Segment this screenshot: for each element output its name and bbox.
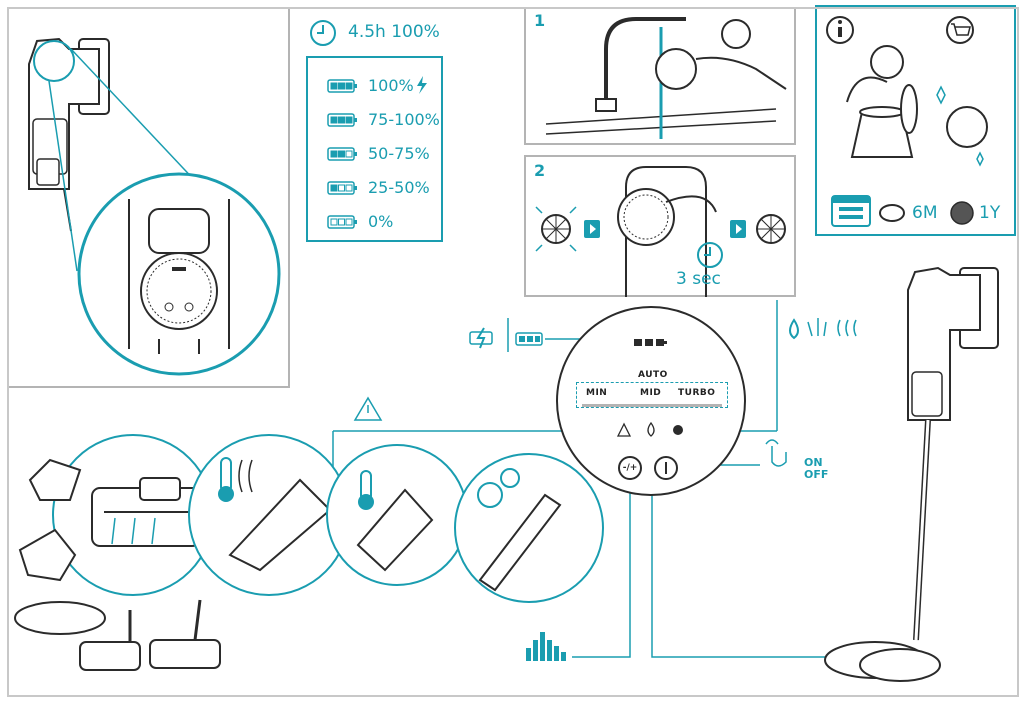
mode-level-bar [582,404,722,407]
minus-plus-label: -/+ [622,463,638,473]
battery-level-row: 50-75% [326,142,441,166]
battery-icon [327,215,357,229]
wait-time-label: 3 sec [676,269,721,289]
sound-bars-icon [526,632,566,661]
control-panel: AUTO MIN MID TURBO -/+ [556,306,746,496]
battery-level-row: 25-50% [326,176,441,200]
step-2-number: 2 [534,161,546,180]
charge-bolt-icon [469,327,493,349]
battery-level-label: 25-50% [368,178,430,197]
maintenance-illustration [826,16,988,227]
filter-icon [673,425,683,435]
battery-level-label: 75-100% [368,110,440,129]
battery-icon [327,79,357,93]
gears-icon [477,468,520,508]
step-1-panel: 1 [524,7,796,145]
step-1-number: 1 [534,11,546,30]
calendar-icon [831,195,871,227]
mode-turbo-label: TURBO [678,388,716,398]
warning-icon [616,422,632,437]
mode-selector-box [576,382,728,408]
cart-icon [946,16,974,44]
status-icons [616,421,683,437]
mode-min-label: MIN [586,388,608,398]
battery-indicator-icon [634,339,667,346]
water-drop-icon [789,318,799,340]
minus-plus-button[interactable]: -/+ [618,456,642,480]
water-drop-icon [647,421,655,437]
battery-level-row: 100% [326,74,441,98]
info-icon [826,16,854,44]
battery-level-label: 100% [368,76,414,95]
maintenance-panel: 6M 1Y [815,5,1016,236]
mount-detail-panel [7,7,290,388]
power-icon[interactable] [654,456,678,480]
power-off-label: OFF [804,468,829,481]
warning-icon [353,396,383,421]
power-on-label: ON [804,456,823,469]
battery-level-legend: 100% 75-100% 50-75% 25-50% 0% [306,56,443,242]
charge-time-label: 4.5h 100% [348,22,440,42]
filter-interval-short: 6M [912,203,938,223]
battery-icon [515,332,543,346]
clock-icon [310,20,336,46]
reset-filter-illustration [535,166,786,297]
hand-tap-icon [765,439,787,467]
battery-icon [327,181,357,195]
mount-detail-illustration [28,37,281,376]
thermometer-icon [358,470,374,510]
battery-level-row: 75-100% [326,108,441,132]
battery-level-label: 50-75% [368,144,430,163]
battery-level-label: 0% [368,212,394,231]
thermometer-icon [218,457,234,502]
rinse-filter-illustration [545,17,787,139]
filter-interval-long: 1Y [979,203,1001,223]
battery-icon [327,147,357,161]
mode-mid-label: MID [640,388,662,398]
step-2-panel: 2 3 sec [524,155,796,297]
battery-icon [327,113,357,127]
clock-icon [697,242,723,268]
mode-auto-label: AUTO [638,370,668,380]
battery-level-row: 0% [326,210,441,234]
filter-icon [541,214,571,244]
hand-icon [807,318,827,337]
charge-bolt-icon [417,76,427,94]
